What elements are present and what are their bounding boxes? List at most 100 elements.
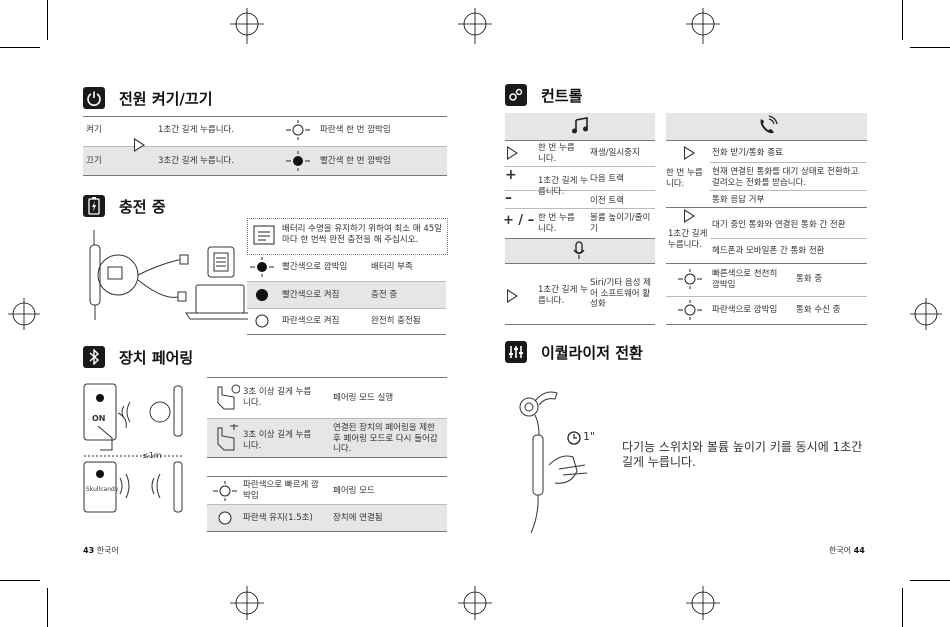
- eq-illustration: [519, 391, 588, 534]
- music-result: 재생/일시중지: [590, 148, 640, 158]
- phone-on-label: ON: [92, 414, 106, 423]
- row-shade: [207, 505, 447, 531]
- crop-mark: [902, 0, 903, 40]
- divider: [207, 457, 447, 458]
- page-number-left: 43 한국어: [83, 545, 119, 556]
- divider: [247, 308, 446, 309]
- row-shade: [247, 282, 446, 308]
- divider: [207, 418, 447, 419]
- power-row-action: 3초간 길게 누릅니다.: [158, 156, 235, 166]
- divider: [83, 175, 447, 176]
- led-blue-blink-icon: [213, 481, 237, 501]
- pairing-action: 파란색으로 빠르게 깜박임: [243, 480, 319, 501]
- call-result: 전화 받기/통화 종료: [712, 148, 783, 158]
- charging-led: 빨간색으로 깜박임: [282, 262, 348, 272]
- divider: [666, 296, 867, 297]
- music-header-shade: [505, 113, 655, 140]
- crop-mark: [910, 580, 950, 581]
- microphone-icon: [573, 241, 585, 259]
- pairing-result: 장치에 연결됨: [333, 513, 383, 523]
- crop-mark: [902, 588, 903, 627]
- row-shade: [207, 419, 447, 457]
- call-header-shade: [666, 113, 867, 140]
- charging-led: 빨간색으로 켜짐: [282, 290, 340, 300]
- play-button-icon: [134, 138, 145, 152]
- play-button-icon: [684, 209, 695, 223]
- pairing-section-header: 장치 페어링: [83, 346, 193, 368]
- divider: [666, 324, 867, 325]
- divider: [505, 238, 655, 239]
- gears-icon: [505, 84, 527, 106]
- eq-instruction: 다기능 스위치와 볼륨 높이기 키를 동시에 1초간 길게 누릅니다.: [622, 440, 863, 469]
- crop-mark: [910, 47, 950, 48]
- divider: [505, 166, 655, 167]
- power-section-header: 전원 켜기/끄기: [83, 87, 213, 109]
- play-button-icon: [684, 146, 695, 160]
- led-blue-blink-icon: [678, 300, 702, 320]
- power-icon: [83, 87, 105, 109]
- controls-title: 컨트롤: [541, 86, 583, 105]
- pairing-result: 페어링 모드: [333, 486, 375, 496]
- play-button-icon: [507, 289, 518, 303]
- controls-section-header: 컨트롤: [505, 84, 582, 106]
- divider: [666, 207, 867, 208]
- siri-result: Siri/기타 음성 제어 소프트웨어 활성화: [590, 278, 651, 309]
- press-hold-finger-icon: [217, 384, 240, 410]
- led-blue-blink-icon: [286, 120, 310, 140]
- play-button-icon: [507, 146, 518, 160]
- power-row-result: 빨간색 한 번 깜박임: [320, 156, 391, 166]
- music-action: 한 번 누릅니다.: [538, 213, 575, 234]
- call-led: 파란색으로 깜박임: [712, 305, 778, 315]
- bluetooth-icon: [83, 346, 105, 368]
- page-number-right: 한국어 44: [829, 545, 865, 556]
- battery-charging-icon: [83, 195, 105, 217]
- press-hold-finger-icon: [217, 424, 238, 451]
- pairing-title: 장치 페어링: [119, 348, 194, 367]
- divider: [207, 531, 447, 532]
- call-led: 빠른색으로 천천히 깜박임: [712, 269, 778, 290]
- divider: [207, 476, 447, 477]
- timer-icon: [567, 431, 581, 445]
- music-action: 한 번 누릅니다.: [538, 143, 575, 164]
- led-blue-solid-icon: [255, 314, 269, 328]
- charging-section-header: 충전 중: [83, 195, 166, 217]
- power-row-label: 켜기: [86, 125, 102, 135]
- page-number: 43: [83, 546, 95, 555]
- divider: [207, 504, 447, 505]
- power-row-action: 1초간 길게 누릅니다.: [158, 125, 235, 135]
- siri-action: 1초간 길게 누릅니다.: [538, 285, 588, 306]
- pairing-result: 페어링 모드 실행: [333, 393, 394, 403]
- crop-mark: [47, 0, 48, 40]
- charging-led: 파란색으로 켜짐: [282, 316, 340, 326]
- divider: [710, 190, 867, 191]
- divider: [505, 263, 655, 264]
- led-red-solid-icon: [256, 289, 268, 301]
- divider: [83, 146, 447, 147]
- led-red-blink-icon: [286, 151, 310, 171]
- charging-illustration: [89, 230, 248, 320]
- music-result: 이전 트랙: [590, 196, 624, 206]
- distance-label: ≤1m: [142, 451, 162, 460]
- mic-header-shade: [505, 239, 655, 263]
- eq-title: 이퀄라이저 전환: [541, 343, 643, 362]
- divider: [247, 334, 446, 335]
- charging-status: 완전히 충전됨: [371, 316, 421, 326]
- led-red-blink-icon: [250, 257, 274, 277]
- divider: [710, 238, 867, 239]
- divider: [505, 140, 655, 141]
- call-action: 한 번 누릅니다.: [666, 168, 703, 189]
- crop-mark: [0, 580, 40, 581]
- power-row-result: 파란색 한 번 깜박임: [320, 125, 391, 135]
- pairing-action: 3초 이상 길게 누릅니다.: [243, 430, 312, 451]
- music-note-icon: [572, 117, 588, 134]
- divider: [505, 324, 655, 325]
- call-result: 통화 수신 중: [796, 305, 841, 315]
- call-action: 1초간 길게 누릅니다.: [668, 229, 708, 250]
- power-title: 전원 켜기/끄기: [119, 89, 213, 108]
- crop-mark: [47, 588, 48, 627]
- call-result: 헤드폰과 모바일폰 간 통화 전환: [712, 246, 825, 256]
- power-row-label: 끄기: [86, 156, 102, 166]
- pairing-action: 파란색 유지(1.5초): [243, 513, 313, 523]
- minus-key-symbol: –: [505, 190, 512, 206]
